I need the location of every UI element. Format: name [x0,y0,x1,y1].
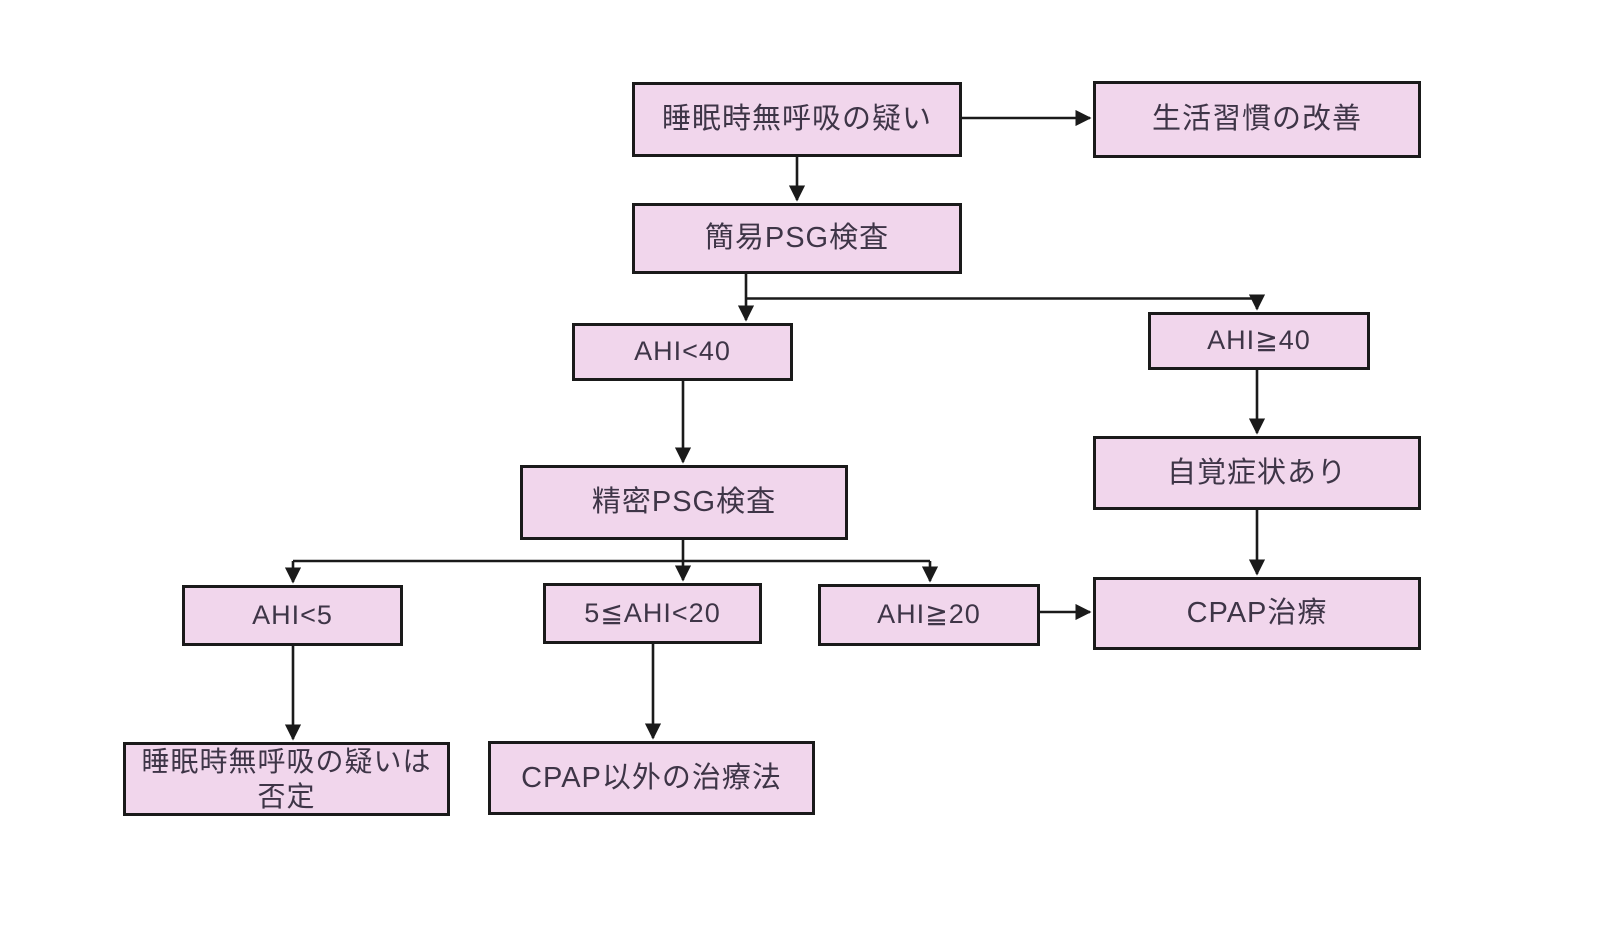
node-ahi-5-to-20: 5≦AHI<20 [543,583,762,644]
node-ahi-ge-40: AHI≧40 [1148,312,1370,370]
node-label: CPAP治療 [1186,597,1328,630]
node-ahi-lt-5: AHI<5 [182,585,403,646]
node-cpap-treatment: CPAP治療 [1093,577,1421,650]
node-label: 生活習慣の改善 [1151,103,1362,136]
node-label: 簡易PSG検査 [704,222,890,255]
node-label-line-1: 睡眠時無呼吸の疑いは [141,746,432,777]
node-label: 5≦AHI<20 [584,597,721,628]
node-label: AHI≧40 [1207,325,1311,356]
node-simple-psg-test: 簡易PSG検査 [632,203,962,274]
node-lifestyle-improvement: 生活習慣の改善 [1093,81,1421,158]
node-sleep-apnea-suspicion: 睡眠時無呼吸の疑い [632,82,962,157]
node-ahi-lt-40: AHI<40 [572,323,793,381]
node-label: AHI<5 [252,599,333,630]
node-label: 睡眠時無呼吸の疑い [661,103,932,136]
node-detailed-psg-test: 精密PSG検査 [520,465,848,540]
node-label: CPAP以外の治療法 [521,761,782,794]
node-label: 自覚症状あり [1166,456,1347,489]
node-label: AHI<40 [634,336,731,367]
node-non-cpap-treatment: CPAP以外の治療法 [488,741,815,815]
node-ahi-ge-20: AHI≧20 [818,584,1040,646]
node-label: 精密PSG検査 [591,486,777,519]
node-sleep-apnea-suspicion-denied: 睡眠時無呼吸の疑いは 否定 [123,742,450,816]
node-label-line-2: 否定 [257,781,316,812]
node-subjective-symptoms-present: 自覚症状あり [1093,436,1421,510]
node-label: AHI≧20 [877,599,981,630]
